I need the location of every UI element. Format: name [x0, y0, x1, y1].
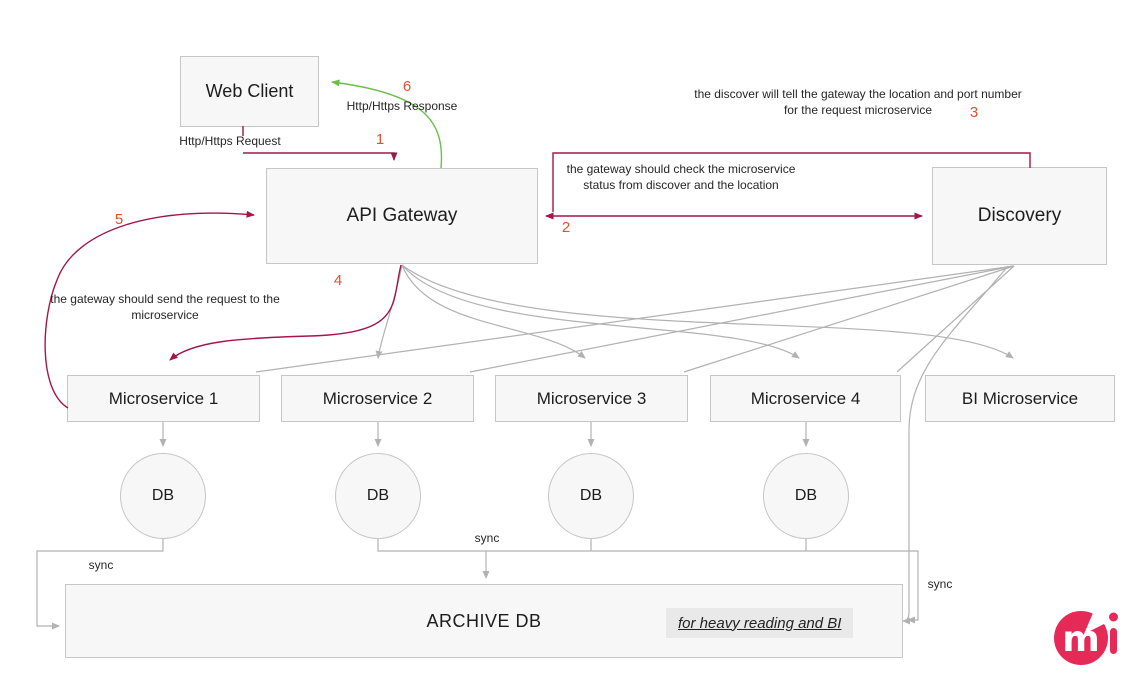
archive-db-label: ARCHIVE DB	[426, 610, 542, 631]
archive-note-label: for heavy reading and BI	[678, 614, 842, 632]
node-db-4[interactable]: DB	[763, 453, 849, 539]
microservice-to-db-edges	[159, 422, 810, 447]
web-client-label: Web Client	[205, 81, 294, 101]
svg-text:m: m	[1062, 619, 1100, 660]
node-archive-db[interactable]: ARCHIVE DB for heavy reading and BI	[65, 584, 903, 658]
gateway-to-microservices-edges	[375, 264, 1014, 359]
db-3-label: DB	[579, 487, 603, 504]
note-gateway-send: the gateway should send the request to t…	[50, 292, 280, 322]
bi-microservice-label: BI Microservice	[961, 388, 1079, 408]
db-2-label: DB	[366, 487, 390, 504]
mi-brand-logo: m	[1054, 604, 1118, 673]
step-3: 3	[969, 104, 979, 121]
node-discovery[interactable]: Discovery	[932, 167, 1107, 265]
mi-logo-icon: m	[1054, 606, 1118, 665]
archive-note-chip: for heavy reading and BI	[666, 608, 854, 638]
microservice-1-label: Microservice 1	[108, 388, 219, 408]
db-4-label: DB	[794, 487, 818, 504]
sync-label-db2: sync	[474, 531, 500, 545]
sync-label-bi: sync	[927, 577, 953, 591]
node-db-2[interactable]: DB	[335, 453, 421, 539]
api-gateway-label: API Gateway	[346, 205, 458, 226]
node-microservice-3[interactable]: Microservice 3	[495, 375, 688, 422]
sync-label-db1: sync	[88, 558, 114, 572]
node-web-client[interactable]: Web Client	[180, 56, 319, 127]
microservice-2-label: Microservice 2	[322, 388, 433, 408]
note-discover-location: the discover will tell the gateway the l…	[694, 87, 1022, 117]
note-gateway-check: the gateway should check the microservic…	[566, 162, 796, 192]
step-1: 1	[375, 131, 385, 148]
step-5: 5	[114, 211, 124, 228]
discovery-label: Discovery	[977, 205, 1062, 226]
http-request-label: Http/Https Request	[179, 134, 281, 148]
node-microservice-2[interactable]: Microservice 2	[281, 375, 474, 422]
response-flow-edge	[331, 79, 443, 169]
discovery-to-microservices-edges	[255, 265, 1015, 625]
node-microservice-1[interactable]: Microservice 1	[67, 375, 260, 422]
node-db-1[interactable]: DB	[120, 453, 206, 539]
node-bi-microservice[interactable]: BI Microservice	[925, 375, 1115, 422]
microservice-4-label: Microservice 4	[750, 388, 861, 408]
node-db-3[interactable]: DB	[548, 453, 634, 539]
db-1-label: DB	[151, 487, 175, 504]
microservice-3-label: Microservice 3	[536, 388, 647, 408]
step-6: 6	[402, 78, 412, 95]
http-response-label: Http/Https Response	[346, 99, 458, 113]
node-api-gateway[interactable]: API Gateway	[266, 168, 538, 264]
node-microservice-4[interactable]: Microservice 4	[710, 375, 901, 422]
step-4: 4	[333, 272, 343, 289]
step-2: 2	[561, 219, 571, 236]
